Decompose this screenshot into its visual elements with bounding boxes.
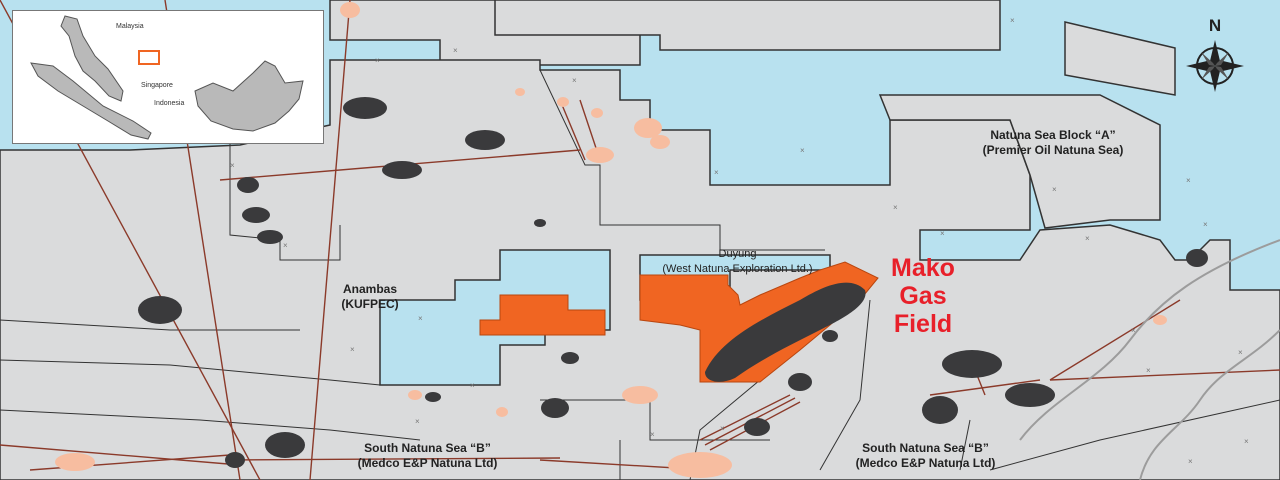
svg-text:×: × xyxy=(350,345,355,354)
svg-text:×: × xyxy=(572,76,577,85)
label-south-natuna-right: South Natuna Sea “B” (Medco E&P Natuna L… xyxy=(828,441,1023,471)
block-natuna-a xyxy=(878,94,1161,229)
label-natuna-block-a-operator: (Premier Oil Natuna Sea) xyxy=(982,143,1124,157)
sea-pocket-anambas xyxy=(379,249,611,386)
inset-landmass xyxy=(30,15,304,140)
svg-text:×: × xyxy=(1238,348,1243,357)
orange-locator-box xyxy=(138,50,160,65)
mako-gas-field xyxy=(705,282,866,382)
svg-text:×: × xyxy=(1186,176,1191,185)
label-south-natuna-right-operator: (Medco E&P Natuna Ltd) xyxy=(855,456,996,470)
svg-text:×: × xyxy=(720,424,725,433)
svg-text:×: × xyxy=(415,417,420,426)
gas-corridor xyxy=(1019,239,1280,480)
svg-text:×: × xyxy=(1010,16,1015,25)
block-top-right xyxy=(1064,21,1176,96)
peninsular-malaysia xyxy=(60,15,124,102)
mako-label-line3: Field xyxy=(893,310,953,338)
svg-text:×: × xyxy=(1131,326,1136,335)
svg-text:×: × xyxy=(1085,234,1090,243)
inset-map: Malaysia Singapore Indonesia xyxy=(12,10,324,144)
dark-fields xyxy=(138,97,1208,468)
label-anambas: Anambas (KUFPEC) xyxy=(320,282,420,312)
svg-text:×: × xyxy=(1146,366,1151,375)
sumatra xyxy=(30,62,152,140)
inset-label-singapore: Singapore xyxy=(141,82,173,89)
svg-text:×: × xyxy=(453,46,458,55)
compass-rose-icon xyxy=(1186,40,1244,92)
mako-label-line1: Mako xyxy=(891,254,955,282)
svg-text:×: × xyxy=(470,381,475,390)
label-natuna-block-a-title: Natuna Sea Block “A” xyxy=(990,128,1116,142)
svg-text:×: × xyxy=(1188,457,1193,466)
svg-text:×: × xyxy=(714,168,719,177)
label-south-natuna-left-operator: (Medco E&P Natuna Ltd) xyxy=(357,456,498,470)
label-anambas-operator: (KUFPEC) xyxy=(341,297,399,311)
inset-label-malaysia: Malaysia xyxy=(116,23,144,30)
well-markers: × × × × × × × × × × × × × × × × × × × × … xyxy=(230,16,1249,466)
north-arrow: N xyxy=(1180,16,1250,101)
label-south-natuna-right-title: South Natuna Sea “B” xyxy=(862,441,989,455)
north-label: N xyxy=(1208,16,1222,35)
label-duyung-operator: (West Natuna Exploration Ltd.) xyxy=(662,263,813,275)
label-natuna-block-a: Natuna Sea Block “A” (Premier Oil Natuna… xyxy=(948,128,1158,158)
svg-text:×: × xyxy=(893,203,898,212)
label-south-natuna-left: South Natuna Sea “B” (Medco E&P Natuna L… xyxy=(330,441,525,471)
inset-label-indonesia: Indonesia xyxy=(154,100,185,107)
svg-text:×: × xyxy=(230,161,235,170)
svg-text:×: × xyxy=(418,314,423,323)
svg-text:×: × xyxy=(940,229,945,238)
label-duyung: Duyung (West Natuna Exploration Ltd.) xyxy=(635,247,840,277)
svg-text:×: × xyxy=(800,146,805,155)
svg-text:×: × xyxy=(650,430,655,439)
label-anambas-title: Anambas xyxy=(342,282,398,296)
svg-text:×: × xyxy=(1052,185,1057,194)
block-north-right xyxy=(494,0,1001,51)
mako-gas-field-label: Mako Gas Field xyxy=(868,254,978,338)
label-south-natuna-left-title: South Natuna Sea “B” xyxy=(364,441,491,455)
label-duyung-title: Duyung xyxy=(718,248,757,260)
block-orange-left xyxy=(479,294,606,336)
mako-label-line2: Gas xyxy=(899,282,947,310)
borneo xyxy=(194,60,304,132)
svg-text:×: × xyxy=(375,56,380,65)
svg-text:×: × xyxy=(283,241,288,250)
svg-text:×: × xyxy=(1203,220,1208,229)
svg-text:×: × xyxy=(1244,437,1249,446)
